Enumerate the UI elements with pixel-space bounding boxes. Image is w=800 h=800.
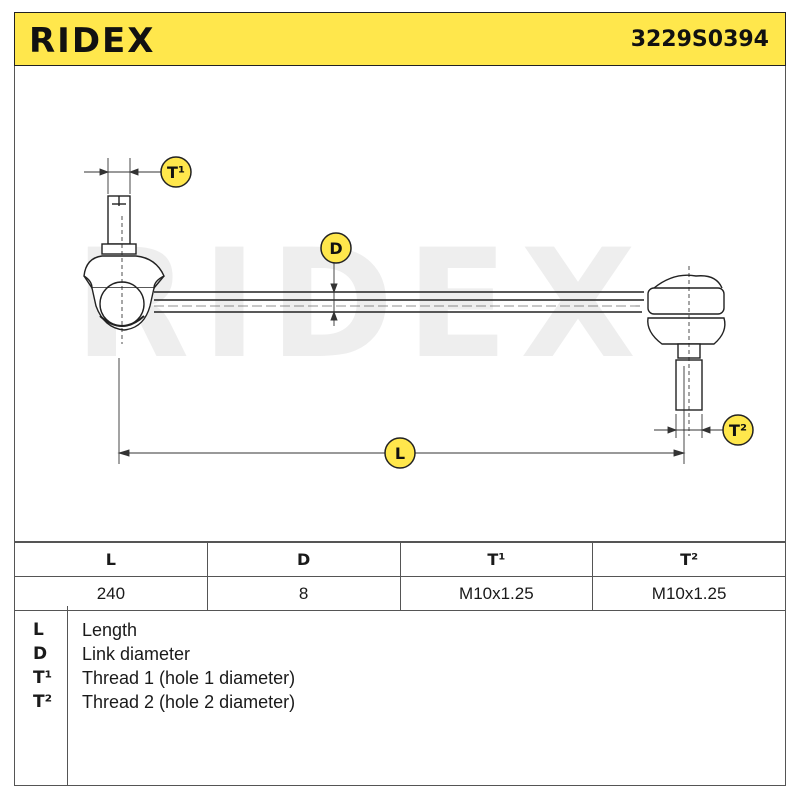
legend-box: L Length D Link diameter T¹ Thread 1 (ho…	[14, 606, 786, 786]
drawing-frame	[14, 66, 786, 542]
label-t2-text: T²	[729, 421, 747, 440]
value-cell-l: 240	[14, 576, 208, 611]
header-cell-t1: T¹	[399, 542, 594, 577]
specs-table: L D T¹ T² 240 8 M10x1.25 M10x1.25	[14, 542, 786, 611]
stabilizer-link	[83, 195, 726, 436]
label-t2: T²	[722, 414, 754, 446]
label-l-text: L	[395, 444, 405, 463]
legend-code: L	[33, 620, 44, 640]
specs-value-row: 240 8 M10x1.25 M10x1.25	[14, 576, 786, 611]
value-cell-t2: M10x1.25	[592, 576, 786, 611]
label-t1: T¹	[160, 156, 192, 188]
legend-description: Thread 1 (hole 1 diameter)	[82, 668, 296, 688]
legend-code: D	[33, 644, 48, 664]
legend-description: Link diameter	[82, 644, 191, 664]
technical-drawing: RIDEX	[74, 156, 754, 469]
legend-description: Length	[82, 620, 138, 640]
header-cell-d: D	[206, 542, 401, 577]
label-d-text: D	[329, 239, 342, 258]
header-cell-t2: T²	[592, 542, 786, 577]
label-l: L	[384, 437, 416, 469]
legend-description: Thread 2 (hole 2 diameter)	[82, 692, 296, 712]
header-bar: RIDEX 3229S0394	[14, 12, 786, 66]
value-cell-d: 8	[206, 576, 401, 611]
header-cell-l: L	[14, 542, 208, 577]
specs-header-row: L D T¹ T²	[14, 542, 786, 577]
watermark: RIDEX	[74, 218, 648, 392]
brand-logo: RIDEX	[29, 21, 156, 61]
label-d: D	[320, 232, 352, 264]
label-t1-text: T¹	[167, 163, 185, 182]
legend-divider	[67, 606, 68, 785]
value-cell-t1: M10x1.25	[399, 576, 594, 611]
legend-code: T²	[33, 692, 53, 712]
part-number: 3229S0394	[630, 27, 769, 52]
legend-code: T¹	[33, 668, 53, 688]
